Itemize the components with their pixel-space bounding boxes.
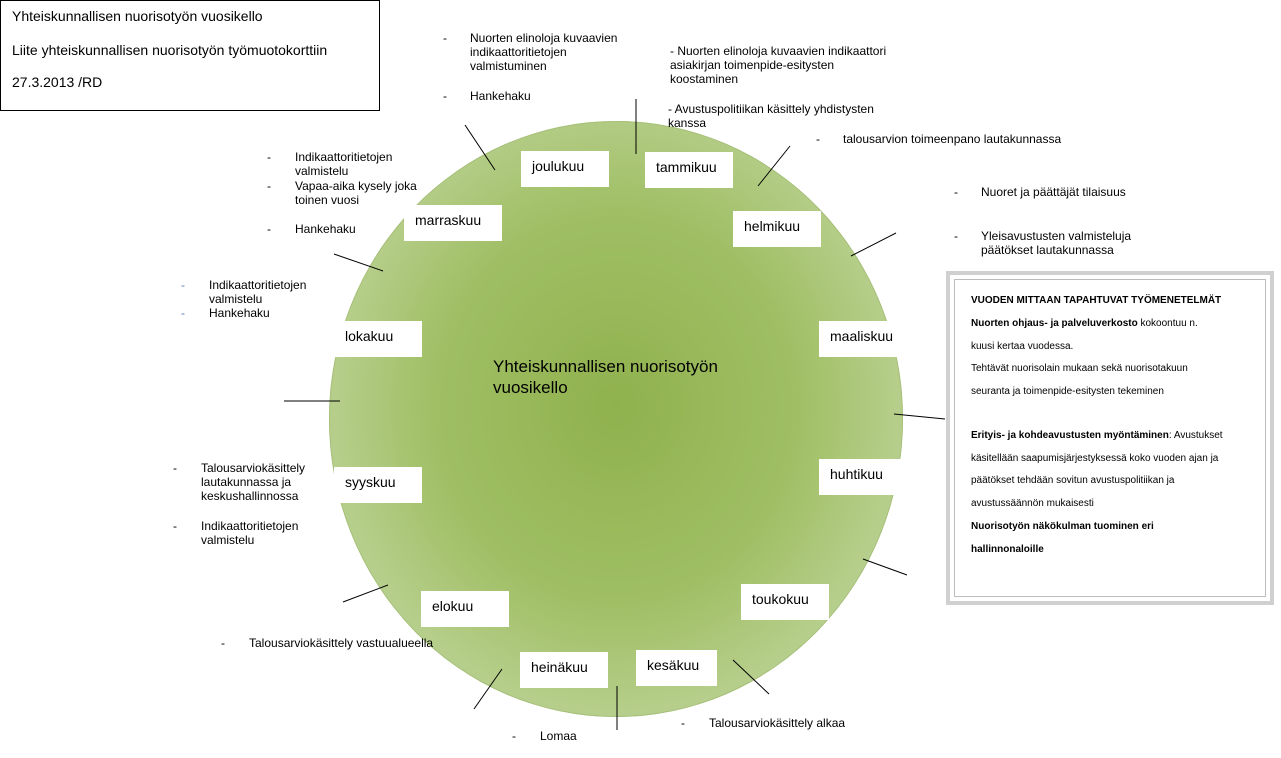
month-marraskuu: marraskuu [404,205,502,241]
note-line: Hankehaku [209,306,270,320]
bullet-dash: - [443,31,447,45]
month-joulukuu: joulukuu [521,151,609,187]
bullet-dash: - [181,278,185,292]
bullet-dash: - [681,716,685,730]
note-line: - Avustuspolitiikan käsittely yhdistyste… [668,102,874,116]
line-feb-mar [850,232,897,257]
note-line: - Nuorten elinoloja kuvaavien indikaatto… [670,44,887,58]
note-line: Vapaa-aika kysely joka [295,179,417,193]
note-line: koostaminen [670,72,739,86]
note-line: Lomaa [540,729,577,743]
note-line: valmistelu [201,533,255,547]
year-round-methods-panel: VUODEN MITTAAN TAPAHTUVAT TYÖMENETELMÄT … [946,271,1274,605]
bullet-dash: - [512,729,516,743]
document-date: 27.3.2013 /RD [12,74,103,90]
note-line: Talousarviokäsittely vastuualueella [249,636,434,650]
note-line: Talousarviokäsittely alkaa [709,716,846,730]
panel-line: käsitellään saapumisjärjestyksessä koko … [971,453,1219,464]
panel-line: avustussäännön mukaisesti [971,498,1094,509]
month-heinakuu: heinäkuu [520,652,608,688]
document-subtitle: Liite yhteiskunnallisen nuorisotyön työm… [12,42,328,58]
line-jan-feb [757,145,791,187]
panel-line: Tehtävät nuorisolain mukaan sekä nuoriso… [971,363,1188,374]
bullet-dash: - [267,150,271,164]
note-line: Hankehaku [470,89,531,103]
bullet-dash: - [954,229,958,243]
note-line: Nuoret ja päättäjät tilaisuus [981,185,1126,199]
note-line: indikaattoritietojen [470,45,567,59]
line-may-jun [732,659,770,695]
note-line: päätökset lautakunnassa [981,243,1114,257]
note-line: valmistuminen [470,59,547,73]
month-helmikuu: helmikuu [733,211,821,247]
month-elokuu: elokuu [421,591,509,627]
line-oct-nov [333,253,384,272]
note-line: Hankehaku [295,222,356,236]
line-apr-may [862,558,908,576]
line-dec [464,124,496,171]
wheel-center-label: Yhteiskunnallisen nuorisotyön vuosikello [493,356,718,398]
note-line: Indikaattoritietojen [295,150,393,164]
note-line: lautakunnassa ja [201,475,292,489]
document-title: Yhteiskunnallisen nuorisotyön vuosikello [12,8,263,24]
panel-line: kuusi kertaa vuodessa. [971,341,1074,352]
bullet-dash: - [267,222,271,236]
note-line: Yleisavustusten valmisteluja [981,229,1132,243]
center-label-line: Yhteiskunnallisen nuorisotyön [493,357,718,376]
panel-bold-text: Erityis- ja kohdeavustusten myöntäminen [971,430,1169,441]
note-line: valmistelu [209,292,263,306]
month-tammikuu: tammikuu [645,152,733,188]
bullet-dash: - [221,636,225,650]
panel-line: Nuorisotyön näkökulman tuominen eri [971,521,1154,532]
note-line: talousarvion toimeenpano lautakunnassa [843,132,1062,146]
note-line: keskushallinnossa [201,489,299,503]
line-jul-aug [473,668,503,710]
bullet-dash: - [954,185,958,199]
note-line: Talousarviokäsittely [201,461,306,475]
panel-inner-border [954,279,1266,597]
bullet-dash: - [181,306,185,320]
bullet-dash: - [816,132,820,146]
bullet-dash: - [173,461,177,475]
bullet-dash: - [267,179,271,193]
bullet-dash: - [443,89,447,103]
month-lokakuu: lokakuu [334,321,422,357]
note-line: Nuorten elinoloja kuvaavien [470,31,618,45]
note-line: toinen vuosi [295,193,360,207]
note-line: valmistelu [295,164,349,178]
note-line: Indikaattoritietojen [209,278,307,292]
line-mar-apr [893,413,946,420]
panel-line: päätökset tehdään sovitun avustuspolitii… [971,475,1175,486]
panel-line: Erityis- ja kohdeavustusten myöntäminen:… [971,430,1223,441]
note-line: kanssa [668,116,707,130]
panel-line: Nuorten ohjaus- ja palveluverkosto kokoo… [971,318,1198,329]
month-huhtikuu: huhtikuu [819,459,907,495]
month-kesakuu: kesäkuu [636,650,717,686]
note-line: Indikaattoritietojen [201,519,299,533]
month-toukokuu: toukokuu [741,584,829,620]
bullet-dash: - [173,519,177,533]
month-maaliskuu: maaliskuu [819,321,907,357]
note-line: asiakirjan toimenpide-esitysten [670,58,835,72]
panel-title: VUODEN MITTAAN TAPAHTUVAT TYÖMENETELMÄT [971,295,1222,306]
panel-line: hallinnonaloille [971,544,1044,555]
month-syyskuu: syyskuu [334,467,422,503]
header-box: Yhteiskunnallisen nuorisotyön vuosikello… [0,0,380,111]
panel-text: kokoontuu n. [1137,318,1198,329]
line-aug-sep [342,584,389,603]
panel-text: : Avustukset [1168,430,1223,441]
panel-line: seuranta ja toimenpide-esitysten tekemin… [971,386,1164,397]
panel-bold-text: Nuorten ohjaus- ja palveluverkosto [971,318,1138,329]
center-label-line: vuosikello [493,378,568,397]
